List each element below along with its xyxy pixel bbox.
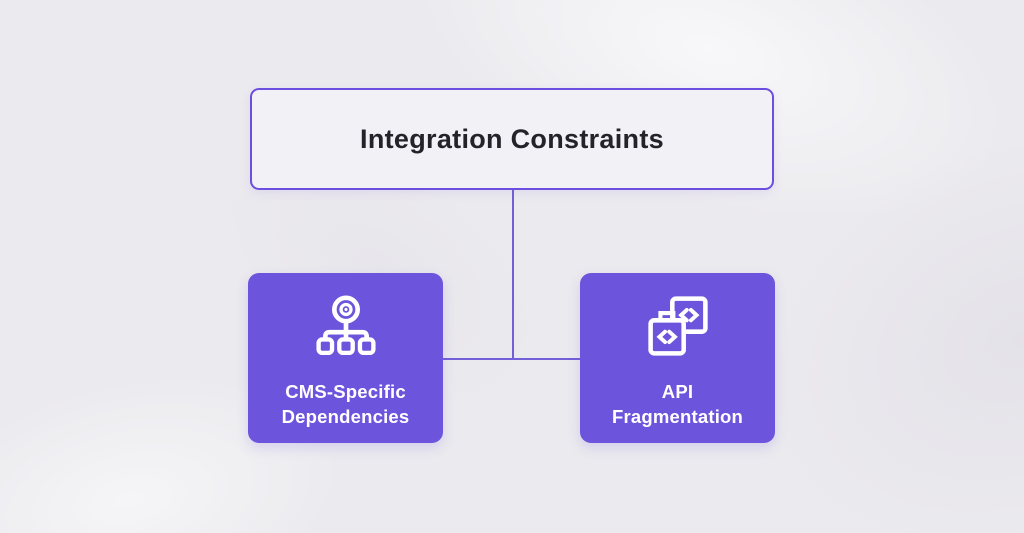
connector-line-vertical [512,190,514,359]
node-cms-specific-dependencies: CMS-Specific Dependencies [248,273,443,443]
connector-line-horizontal [443,358,580,360]
code-blocks-icon [647,296,708,356]
node-label: API Fragmentation [611,381,744,427]
root-node-integration-constraints: Integration Constraints [250,88,774,190]
node-label: CMS-Specific Dependencies [281,381,410,427]
background-swirl [80,0,680,533]
background-swirl [558,0,1024,533]
node-api-fragmentation: API Fragmentation [580,273,775,443]
diagram-title: Integration Constraints [360,123,664,154]
sitemap-hierarchy-icon [315,295,376,356]
